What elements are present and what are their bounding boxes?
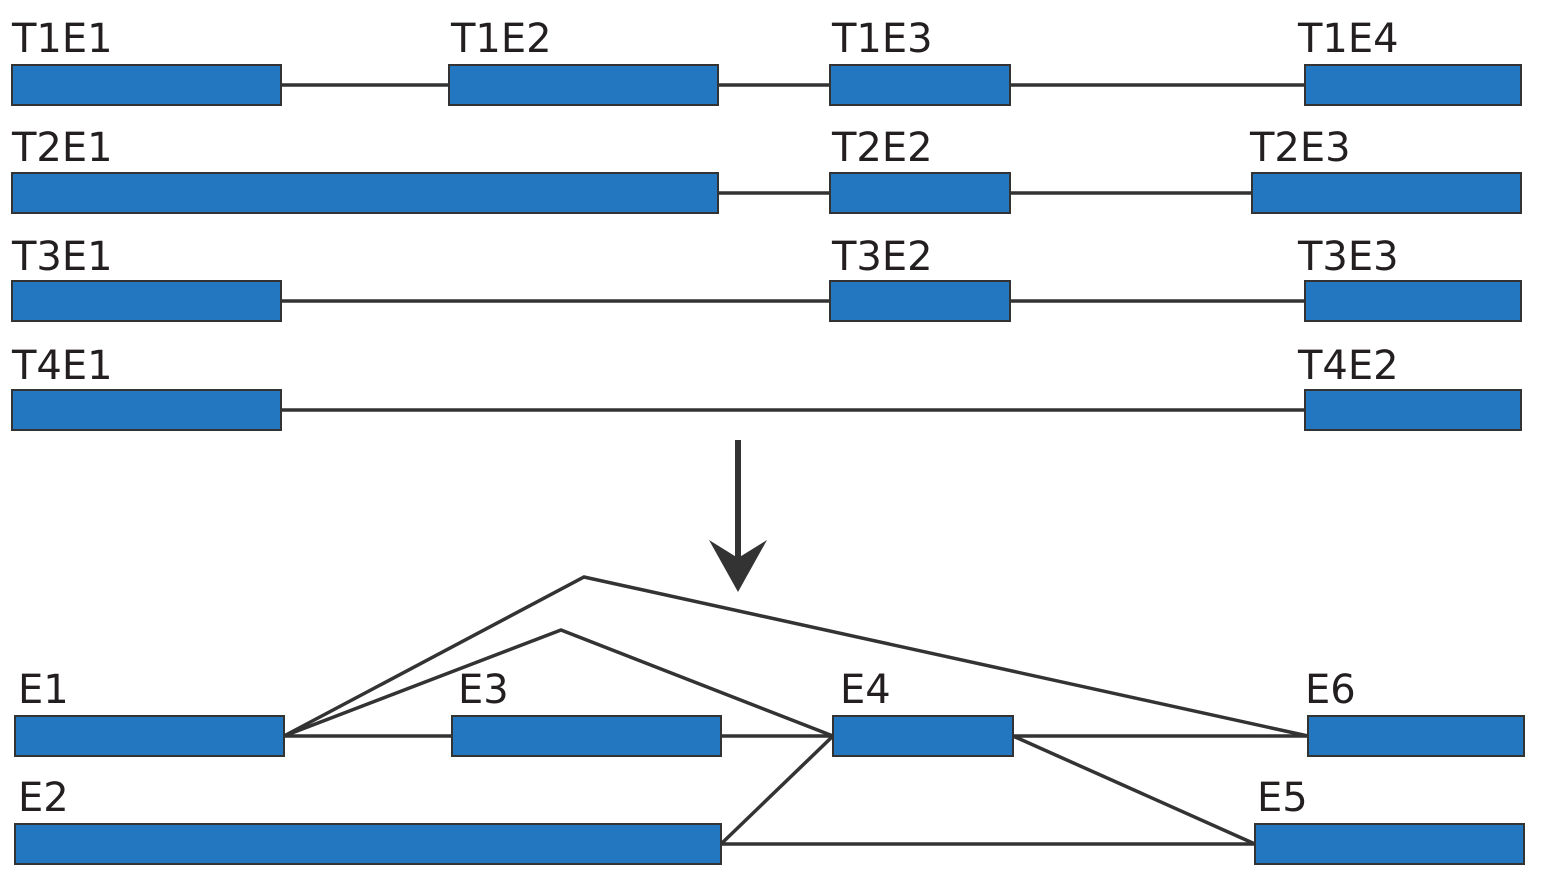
exon-t2e1 [11, 172, 719, 214]
label-e1: E1 [18, 667, 69, 713]
exon-t1e2 [448, 64, 719, 106]
transcript-t1: T1E1 T1E2 T1E3 T1E4 [11, 16, 1522, 106]
exon-t2e2 [829, 172, 1011, 214]
label-t4e1: T4E1 [11, 343, 113, 389]
label-e4: E4 [840, 667, 891, 713]
label-e6: E6 [1305, 667, 1356, 713]
label-t1e2: T1E2 [450, 16, 552, 62]
splice-graph-edges [283, 575, 1309, 846]
label-e5: E5 [1257, 775, 1308, 821]
label-e3: E3 [458, 667, 509, 713]
label-t4e2: T4E2 [1297, 343, 1399, 389]
exon-t4e1 [11, 389, 282, 431]
exon-e5 [1254, 823, 1525, 865]
exon-t3e2 [829, 280, 1011, 322]
exon-t3e1 [11, 280, 282, 322]
exon-t4e2 [1304, 389, 1522, 431]
edge-e1-e4 [283, 628, 834, 738]
label-t1e3: T1E3 [831, 16, 933, 62]
transcript-t2: T2E1 T2E2 T2E3 [11, 125, 1522, 214]
label-t3e2: T3E2 [831, 234, 933, 280]
exon-e1 [14, 715, 285, 757]
down-arrow-icon [709, 440, 767, 592]
label-e2: E2 [18, 775, 69, 821]
label-t2e2: T2E2 [831, 125, 933, 171]
label-t1e4: T1E4 [1297, 16, 1399, 62]
transcript-t3: T3E1 T3E2 T3E3 [11, 234, 1522, 322]
label-t2e1: T2E1 [11, 125, 113, 171]
label-t3e3: T3E3 [1297, 234, 1399, 280]
exon-e3 [451, 715, 722, 757]
label-t2e3: T2E3 [1249, 125, 1351, 171]
exon-e2 [14, 823, 722, 865]
edge-e2-e4 [719, 734, 835, 846]
exon-t1e4 [1304, 64, 1522, 106]
exon-t2e3 [1251, 172, 1522, 214]
exon-e6 [1307, 715, 1525, 757]
exon-t1e3 [829, 64, 1011, 106]
transcript-t4: T4E1 T4E2 [11, 343, 1522, 431]
exon-t3e3 [1304, 280, 1522, 322]
exon-t1e1 [11, 64, 282, 106]
label-t1e1: T1E1 [11, 16, 113, 62]
splice-graph-nodes: E1 E3 E4 E6 E2 E5 [14, 667, 1525, 865]
edge-e4-e5 [1012, 734, 1256, 846]
label-t3e1: T3E1 [11, 234, 113, 280]
edge-e1-e6 [283, 575, 1309, 738]
exon-e4 [832, 715, 1014, 757]
